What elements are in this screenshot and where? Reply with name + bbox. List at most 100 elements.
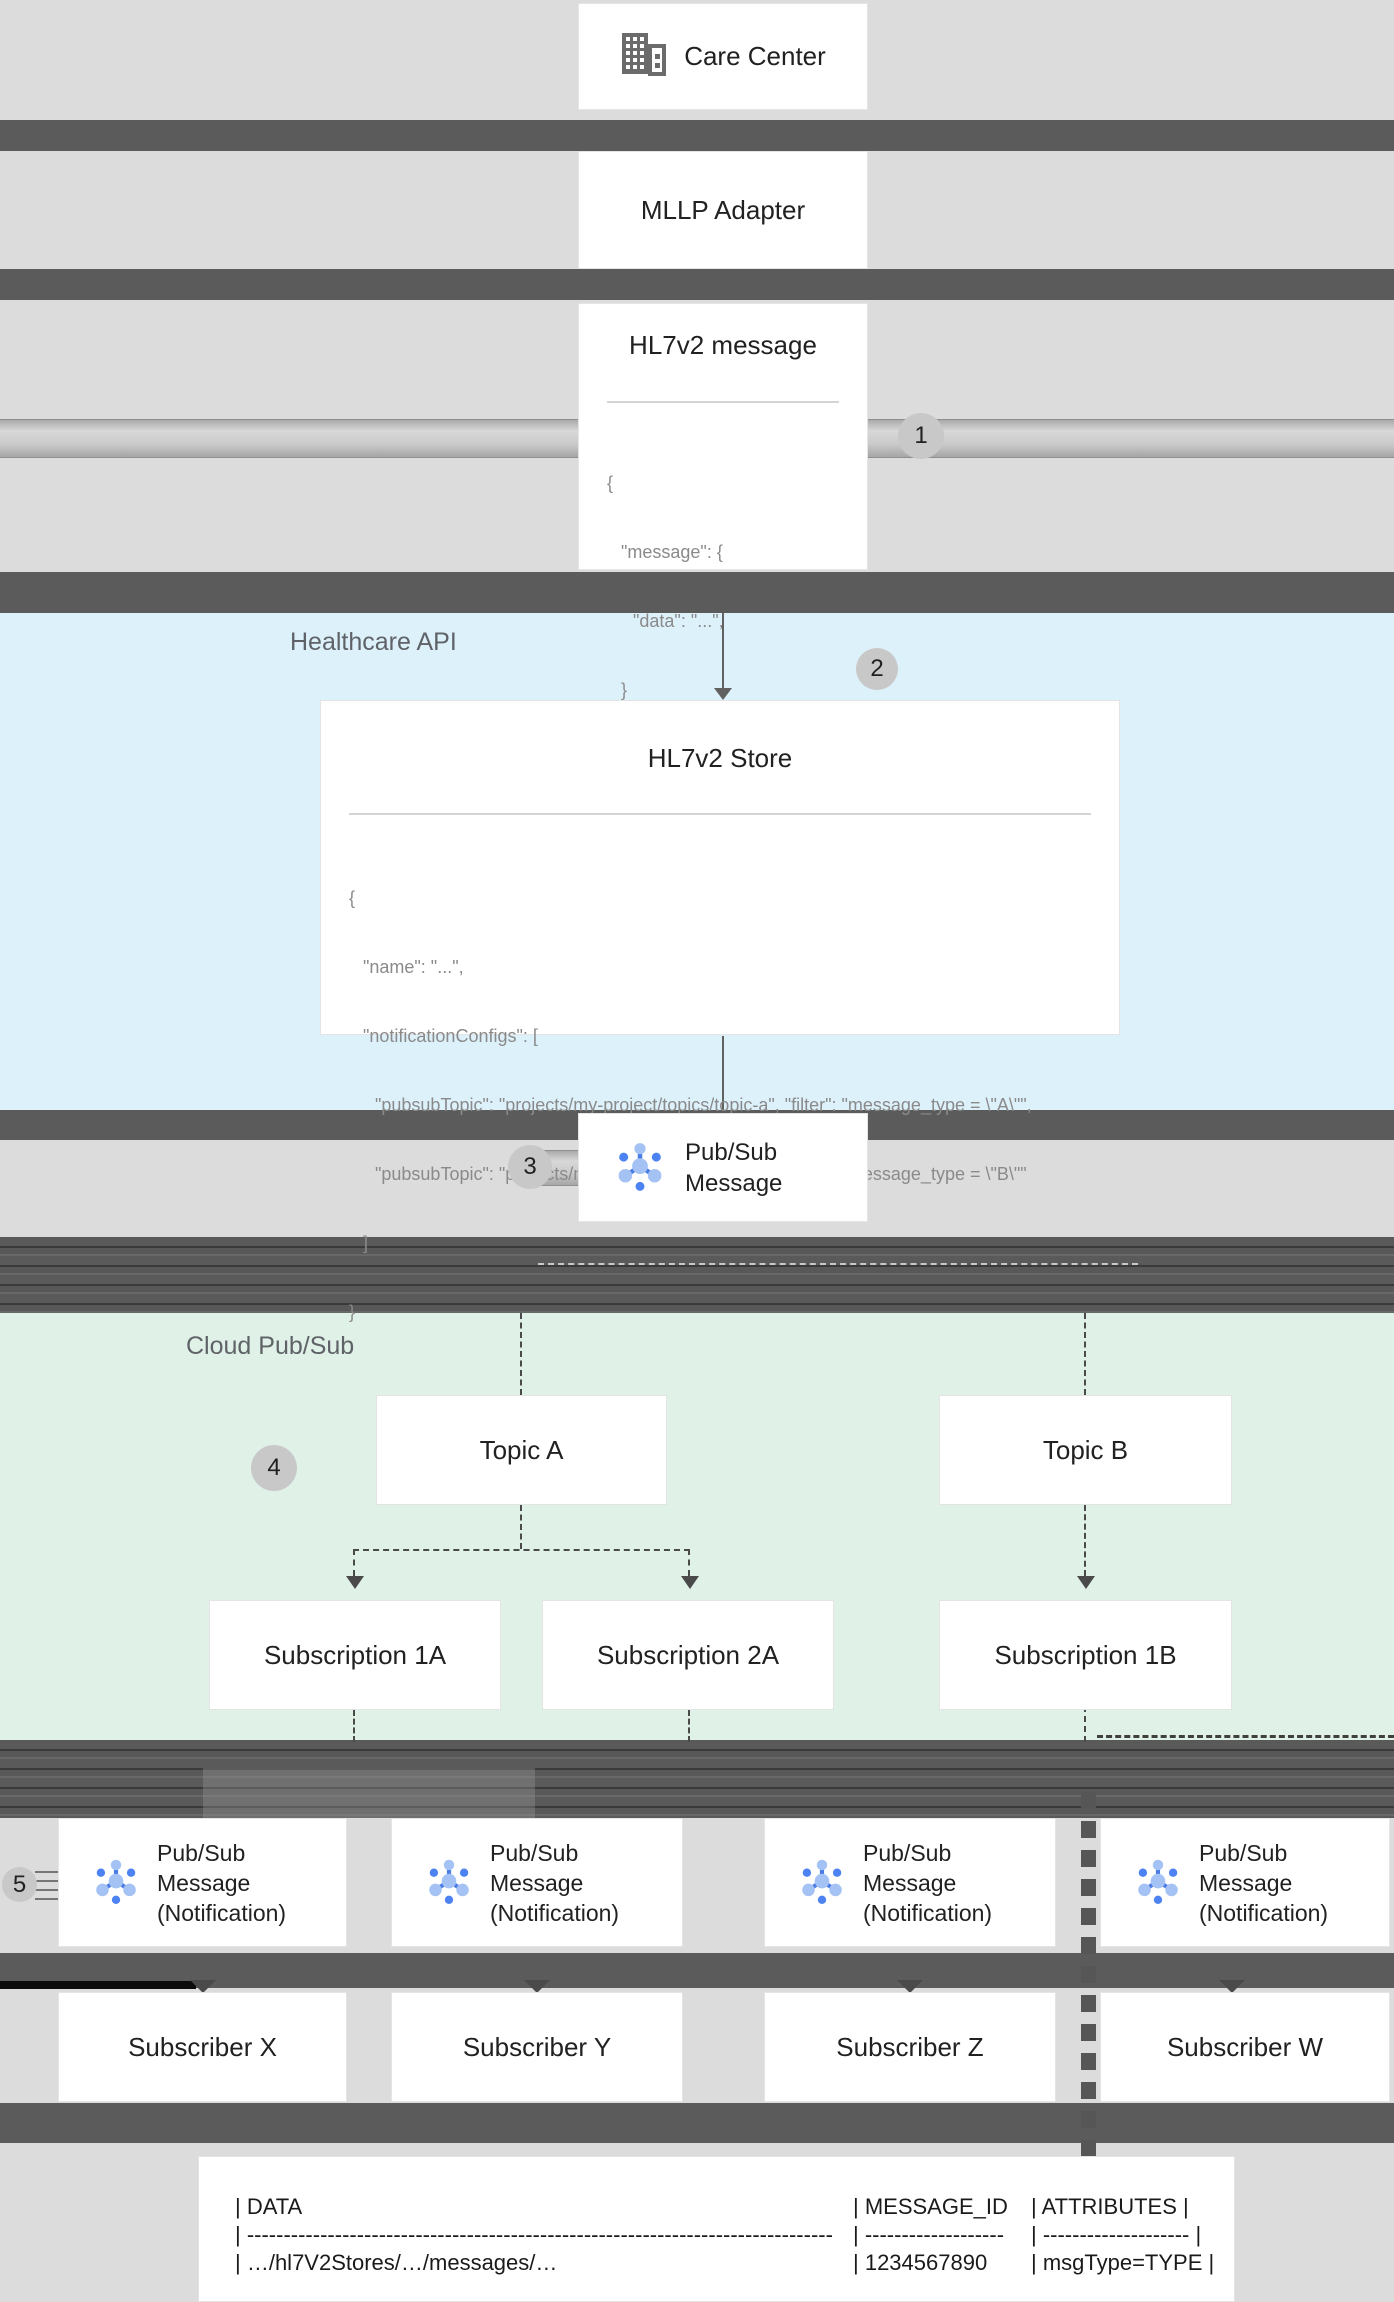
col-message-id-header: | MESSAGE_ID xyxy=(853,2194,1008,2219)
dashed-connector-sub1a xyxy=(353,1549,355,1576)
dashed-connector-sub2a-out xyxy=(688,1710,690,1742)
step-badge-3: 3 xyxy=(508,1145,552,1189)
connector-store-out xyxy=(722,1036,724,1110)
code-line: ] xyxy=(363,1233,369,1253)
message-table-value-row: | …/hl7V2Stores/…/messages/… | 123456789… xyxy=(235,2249,1234,2277)
notification-name: Pub/Sub Message xyxy=(490,1839,584,1896)
step-badge-2: 2 xyxy=(856,648,898,690)
dashed-connector-topic-a xyxy=(520,1313,522,1395)
dashed-connector-sub1a-out xyxy=(353,1710,355,1742)
card-divider xyxy=(607,401,839,403)
dashed-connector-sub1b-out xyxy=(1084,1696,1086,1742)
arrowhead-subscriber-w xyxy=(1219,1980,1245,1993)
separator-bar xyxy=(0,269,1394,300)
heavy-dashed-connector xyxy=(1081,1792,1096,2156)
subscriber-w-label: Subscriber W xyxy=(1166,2031,1324,2062)
code-line: } xyxy=(349,1302,356,1322)
pubsub-icon xyxy=(613,1138,667,1197)
separator-bar xyxy=(0,2103,1394,2143)
arrowhead-sub2a xyxy=(681,1576,699,1589)
step-badge-4: 4 xyxy=(251,1445,297,1491)
pubsub-notification-node-3: Pub/Sub Message (Notification) xyxy=(764,1818,1056,1947)
col-attributes-header: | ATTRIBUTES | xyxy=(1031,2194,1189,2219)
code-line: } xyxy=(621,680,628,700)
notification-qualifier: (Notification) xyxy=(1199,1899,1329,1926)
band-highlight xyxy=(203,1768,535,1818)
notification-name: Pub/Sub Message xyxy=(157,1839,251,1896)
care-center-node: Care Center xyxy=(578,3,868,110)
care-center-label: Care Center xyxy=(684,41,826,71)
notification-qualifier: (Notification) xyxy=(490,1899,620,1926)
arrowhead-subscriber-z xyxy=(897,1980,923,1993)
connector-store-in xyxy=(722,613,724,691)
separator-bar xyxy=(0,1953,1394,1988)
subscriber-y-node: Subscriber Y xyxy=(391,1992,683,2102)
subscriber-w-node: Subscriber W xyxy=(1100,1992,1390,2102)
separator-bar xyxy=(0,120,1394,151)
dashed-connector-sub2a xyxy=(688,1549,690,1576)
pubsub-notification-node-1: Pub/Sub Message (Notification) xyxy=(58,1818,347,1947)
notification-label: Pub/Sub Message (Notification) xyxy=(157,1838,307,1928)
hl7v2-store-code: { "name": "...", "notificationConfigs": … xyxy=(349,841,1032,1370)
pubsub-message-label: Pub/Sub Message xyxy=(685,1138,783,1197)
card-divider xyxy=(349,813,1091,815)
pubsub-icon xyxy=(797,1855,847,1910)
dashed-line-artifact xyxy=(538,1263,1138,1265)
subscription-1a-label: Subscription 1A xyxy=(263,1639,447,1670)
hl7v2-store-node: HL7v2 Store { "name": "...", "notificati… xyxy=(320,700,1120,1322)
col-data-header: | DATA xyxy=(235,2194,303,2219)
notification-qualifier: (Notification) xyxy=(863,1899,993,1926)
dashed-connector-topic-b xyxy=(1084,1313,1086,1395)
notification-label: Pub/Sub Message (Notification) xyxy=(1199,1838,1349,1928)
subscription-2a-node: Subscription 2A xyxy=(542,1600,834,1710)
topic-b-label: Topic B xyxy=(1042,1434,1129,1465)
mllp-adapter-label: MLLP Adapter xyxy=(640,194,806,225)
notification-label: Pub/Sub Message (Notification) xyxy=(490,1838,640,1928)
notification-label: Pub/Sub Message (Notification) xyxy=(863,1838,1013,1928)
col-data-value: | …/hl7V2Stores/…/messages/… xyxy=(235,2250,558,2275)
pubsub-icon xyxy=(424,1855,474,1910)
col-data-separator: | --------------------------------------… xyxy=(235,2222,833,2247)
arrowhead-subscriber-x xyxy=(190,1980,216,1993)
healthcare-api-region-label: Healthcare API xyxy=(290,628,457,656)
black-line-artifact xyxy=(0,1981,196,1989)
dashed-connector-topic-a-out xyxy=(520,1505,522,1549)
subscriber-z-label: Subscriber Z xyxy=(836,2031,984,2062)
step-badge-5: 5 xyxy=(2,1867,37,1902)
pubsub-notification-node-2: Pub/Sub Message (Notification) xyxy=(391,1818,683,1947)
code-line: { xyxy=(607,473,614,493)
notification-qualifier: (Notification) xyxy=(157,1899,287,1926)
topic-a-label: Topic A xyxy=(479,1434,564,1465)
code-line: "message": { xyxy=(621,542,723,562)
cloud-pubsub-region-label: Cloud Pub/Sub xyxy=(186,1332,355,1360)
col-attributes-value: | msgType=TYPE | xyxy=(1031,2250,1215,2275)
col-attributes-separator: | -------------------- | xyxy=(1031,2222,1202,2247)
pubsub-icon xyxy=(91,1855,141,1910)
code-line: "name": "...", xyxy=(363,957,464,977)
code-line: { xyxy=(349,888,356,908)
pubsub-message-node: Pub/Sub Message xyxy=(578,1113,868,1222)
subscription-1a-node: Subscription 1A xyxy=(209,1600,501,1710)
subscriber-x-node: Subscriber X xyxy=(58,1992,347,2102)
notification-name: Pub/Sub Message xyxy=(863,1839,957,1896)
col-message-id-separator: | ------------------- xyxy=(853,2222,1005,2247)
subscription-1b-label: Subscription 1B xyxy=(994,1639,1177,1670)
subscriber-y-label: Subscriber Y xyxy=(462,2031,612,2062)
building-icon xyxy=(620,32,668,81)
hl7v2-message-node: HL7v2 message { "message": { "data": "..… xyxy=(578,303,868,769)
topic-a-node: Topic A xyxy=(376,1395,667,1505)
message-table-separator-row: | --------------------------------------… xyxy=(235,2221,1234,2249)
message-table-header-row: | DATA | MESSAGE_ID | ATTRIBUTES | xyxy=(235,2193,1234,2221)
col-message-id-value: | 1234567890 xyxy=(853,2250,988,2275)
dashed-connector-sub1b xyxy=(1084,1505,1086,1576)
separator-bar xyxy=(0,572,1394,613)
hl7v2-store-title: HL7v2 Store xyxy=(647,743,793,773)
topic-b-node: Topic B xyxy=(939,1395,1232,1505)
arrowhead-sub1a xyxy=(346,1576,364,1589)
code-line: "notificationConfigs": [ xyxy=(363,1026,538,1046)
dashed-line-artifact xyxy=(1097,1735,1394,1738)
arrowhead-sub1b xyxy=(1077,1576,1095,1589)
pubsub-notification-node-4: Pub/Sub Message (Notification) xyxy=(1100,1818,1390,1947)
mllp-adapter-node: MLLP Adapter xyxy=(578,151,868,269)
notification-name: Pub/Sub Message xyxy=(1199,1839,1293,1896)
